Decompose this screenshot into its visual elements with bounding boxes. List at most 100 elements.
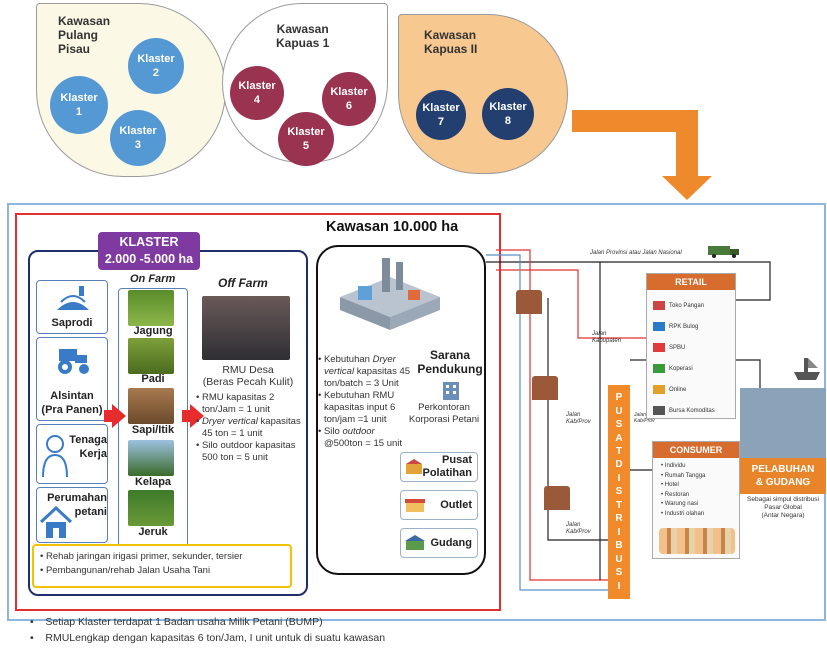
off-farm-bullet-2: • Dryer vertical kapasitas 45 ton = 1 un…: [196, 416, 301, 439]
pusat-letter: R: [615, 513, 623, 525]
klaster-4-node: Klaster 4: [230, 66, 284, 120]
pusat-letter: U: [615, 405, 623, 417]
pusat-letter: I: [617, 472, 621, 484]
klaster-2-node: Klaster 2: [128, 38, 184, 94]
office-building-icon: [443, 382, 459, 400]
store-icon: [405, 499, 425, 512]
alsintan-label: Alsintan (Pra Panen): [41, 390, 103, 416]
perumahan-box: Perumahan petani: [36, 487, 108, 543]
kawasan-frame: [15, 213, 501, 611]
consumer-item: • Individu: [661, 463, 686, 469]
off-farm-bullet-3: • Silo outdoor kapasitas 500 ton = 5 uni…: [196, 440, 296, 463]
infrastructure-list: • Rehab jaringan irigasi primer, sekunde…: [34, 546, 290, 582]
gudang-label: Gudang: [430, 536, 472, 549]
saprodi-label: Saprodi: [51, 317, 93, 329]
warehouse-mini-icon-2: [532, 376, 558, 400]
pusat-distribusi: P U S A T D I S T R I B U S I: [608, 385, 630, 599]
warehouse-mini-icon-1: [516, 290, 542, 314]
klaster-7-node: Klaster 7: [416, 90, 466, 140]
kelapa-label: Kelapa: [134, 476, 172, 488]
gudang-box: Gudang: [400, 528, 478, 558]
sapi-image: [128, 388, 174, 424]
warehouse-icon: [405, 535, 425, 550]
saprodi-box: Saprodi: [36, 280, 108, 334]
road-label-kab-prov-1: Jalan Kab/Prov: [566, 412, 591, 425]
pusat-letter: B: [615, 540, 623, 552]
retail-title: RETAIL: [647, 274, 735, 290]
retail-box: RETAIL Toko Pangan RPK Bulog SPBU Kopera…: [646, 273, 736, 419]
klaster-1-node: Klaster 1: [50, 76, 108, 134]
pusat-letter: U: [615, 553, 623, 565]
sapi-itik-label: Sapi/Itik: [131, 424, 175, 436]
road-label-kabupaten: Jalan Kabupaten: [592, 331, 622, 344]
consumer-item: • Rumah Tangga: [661, 472, 706, 479]
kelapa-image: [128, 440, 174, 476]
kawasan-10000-box: [316, 245, 486, 575]
road-label-provinsi: Jalan Provinsi atau Jalan Nasional: [590, 250, 682, 256]
warehouse-mini-icon-3: [544, 486, 570, 510]
footnote-2: • RMULengkap dengan kapasitas 6 ton/Jam,…: [30, 632, 386, 644]
flow-arrow-shaft: [572, 110, 698, 132]
klaster-size: 2.000 -5.000 ha: [104, 252, 194, 266]
arrow-to-onfarm-stem: [104, 410, 114, 422]
retail-item: Online: [653, 380, 733, 401]
training-icon: [406, 459, 422, 474]
ship-icon: [794, 358, 820, 380]
klaster-6-node: Klaster 6: [322, 72, 376, 126]
outlet-label: Outlet: [440, 498, 472, 511]
consumer-item: • Warung nasi: [661, 501, 699, 507]
infrastructure-item-2: • Pembangunan/rehab Jalan Usaha Tani: [40, 565, 211, 576]
rmu-desa-image: [202, 296, 290, 360]
pusat-pelatihan-label: Pusat Polatihan: [422, 454, 472, 479]
outlet-box: Outlet: [400, 490, 478, 520]
jeruk-image: [128, 490, 174, 526]
klaster-5-node: Klaster 5: [278, 112, 334, 166]
pelabuhan-label: PELABUHAN & GUDANG: [740, 458, 826, 494]
house-icon: [39, 506, 73, 538]
tenaga-kerja-box: Tenaga Kerja: [36, 424, 108, 484]
klaster-title: KLASTER: [119, 235, 179, 249]
kawasan-title-pulang-pisau: Kawasan Pulang Pisau: [58, 14, 111, 56]
flow-arrow-down: [676, 110, 698, 180]
perumahan-label: Perumahan petani: [47, 492, 107, 518]
factory-icon: [340, 258, 440, 330]
kawasan-bullet-2: • Kebutuhan RMU kapasitas input 6 ton/ja…: [318, 390, 396, 425]
rmu-desa-label: RMU Desa (Beras Pecah Kulit): [202, 364, 294, 388]
retail-item: SPBU: [653, 338, 733, 359]
arrow-to-offfarm: [190, 404, 204, 428]
pusat-pelatihan-box: Pusat Polatihan: [400, 452, 478, 482]
infrastructure-item-1: • Rehab jaringan irigasi primer, sekunde…: [40, 551, 243, 562]
retail-item: Bursa Komoditas: [653, 401, 733, 422]
worker-icon: [42, 435, 68, 478]
pusat-letter: S: [615, 419, 623, 431]
consumer-title: CONSUMER: [653, 442, 739, 458]
off-farm-bullet-1: • RMU kapasitas 2 ton/Jam = 1 unit: [196, 392, 275, 415]
truck-icon: [708, 246, 739, 258]
kawasan-title-kapuas-1: Kawasan Kapuas 1: [276, 22, 330, 50]
pusat-letter: S: [615, 486, 623, 498]
padi-image: [128, 338, 174, 374]
pusat-letter: I: [617, 526, 621, 538]
kawasan-bullet-1: • Kebutuhan Dryer vertical kapasitas 45 …: [318, 354, 411, 389]
road-label-kab-prov-3: Jalan Kab/Prov: [634, 412, 655, 424]
flow-arrow-head: [662, 176, 712, 200]
retail-item: Toko Pangan: [653, 296, 733, 317]
padi-label: Padi: [141, 373, 165, 385]
off-farm-title: Off Farm: [218, 276, 268, 290]
consumer-list: • Individu • Rumah Tangga • Hotel • Rest…: [661, 462, 737, 519]
pelabuhan-caption: Sebagai simpul distribusi Pasar Global (…: [747, 496, 819, 519]
pusat-letter: S: [615, 567, 623, 579]
pusat-letter: A: [615, 432, 623, 444]
retail-item: RPK Bulog: [653, 317, 733, 338]
retail-item: Koperasi: [653, 359, 733, 380]
klaster-3-node: Klaster 3: [110, 110, 166, 166]
off-farm-bullets: • RMU kapasitas 2 ton/Jam = 1 unit • Dry…: [196, 392, 306, 464]
kawasan-bullets: • Kebutuhan Dryer vertical kapasitas 45 …: [318, 354, 416, 450]
pusat-letter: D: [615, 459, 623, 471]
kawasan-10000-title: Kawasan 10.000 ha: [326, 219, 459, 235]
people-image: [659, 528, 735, 554]
jagung-image: [128, 290, 174, 326]
consumer-box: CONSUMER • Individu • Rumah Tangga • Hot…: [652, 441, 740, 559]
retail-list: Toko Pangan RPK Bulog SPBU Koperasi Onli…: [653, 296, 733, 422]
jeruk-label: Jeruk: [138, 526, 168, 538]
